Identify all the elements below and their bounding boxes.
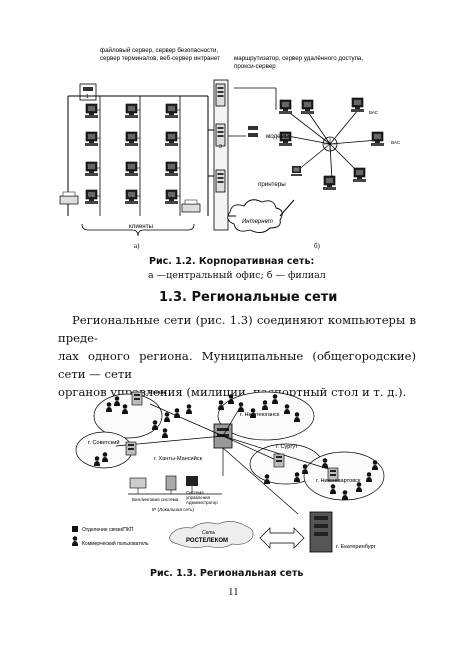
mgmt-label-3: Администратор (186, 500, 218, 505)
workstation-icon (164, 131, 179, 147)
printer-icon (59, 191, 79, 205)
double-arrow-icon (259, 527, 305, 549)
figure-1-3-caption: Рис. 1.3. Региональная сеть (150, 568, 304, 579)
svg-text:3: 3 (219, 144, 222, 150)
client-workstation-grid (84, 96, 181, 216)
city-cloud-nyagan (93, 393, 163, 439)
figure-1-2-caption-subtitle: а —центральный офис; б — филиал (148, 270, 326, 281)
legend: Отделение связи/ПКП Коммерческий пользов… (72, 526, 149, 547)
russia-map (169, 521, 254, 548)
legend-commercial-user: Коммерческий пользователь (82, 540, 149, 547)
paragraph-line: Региональные сети (рис. 1.3) соединяют к… (58, 313, 416, 345)
ekaterinburg-server (309, 511, 333, 553)
page-number: 11 (228, 586, 239, 598)
rostelecom-label-2: РОСТЕЛЕКОМ (186, 538, 228, 544)
corporate-network-diagram: файловый сервер, сервер безопасности, се… (59, 47, 401, 250)
modems-label: модемы (266, 133, 290, 140)
legend-post-office: Отделение связи/ПКП (82, 527, 134, 533)
workstation-icon (84, 131, 99, 147)
regional-network-diagram: г. Нягань г. Нефтеюганск г. Советский г.… (72, 390, 385, 553)
router-label-line2: прокси-сервер (234, 63, 276, 70)
user-icon (164, 412, 170, 422)
workstation-icon (84, 161, 99, 177)
server-tower-column: 3 (213, 79, 229, 231)
paragraph-line: органов управления (милиции, паспортный … (58, 385, 407, 399)
printer-icon (181, 199, 201, 213)
figure-part-b: б) (314, 242, 321, 250)
city-cloud-sovetsky (75, 431, 133, 469)
internet-cloud: Интернет (227, 199, 283, 233)
workstation-icon (124, 131, 139, 147)
internet-label: Интернет (242, 219, 273, 225)
local-network-block (128, 475, 222, 495)
city-label-surgut: г. Сургут (276, 444, 298, 450)
workstation-icon (164, 189, 179, 205)
rostelecom-label-1: Сеть (202, 530, 216, 536)
workstation-icon (164, 103, 179, 119)
workstation-icon (164, 161, 179, 177)
workstation-icon (124, 103, 139, 119)
ip-network-label: IP (Локальная сеть) (152, 507, 194, 512)
workstation-icon (84, 189, 99, 205)
server-rack: 1 (79, 83, 97, 101)
city-label-ekaterinburg: г. Екатеринбург (336, 544, 376, 550)
section-heading: 1.3. Региональные сети (159, 290, 338, 305)
figure-1-2-caption-title: Рис. 1.2. Корпоративная сеть: (149, 256, 315, 267)
mgmt-label-2: управления (186, 495, 211, 500)
mgmt-label-1: Система (186, 490, 204, 495)
svg-text:ВАС: ВАС (369, 110, 379, 115)
router-label-line1: маршрутизатор, сервер удалённого доступа… (234, 55, 363, 62)
city-label-khanty-mansiysk: г. Ханты-Мансийск (154, 455, 203, 462)
user-icon (162, 428, 168, 438)
modem-icon (248, 126, 258, 137)
servers-label-line1: файловый сервер, сервер безопасности, (100, 47, 218, 54)
workstation-icon (124, 189, 139, 205)
city-label-nefteyugansk: г. Нефтеюганск (240, 412, 280, 418)
section-paragraph: Региональные сети (рис. 1.3) соединяют к… (58, 311, 416, 401)
paragraph-line: лах одного региона. Муниципальные (общег… (58, 349, 416, 381)
svg-text:1: 1 (86, 94, 89, 100)
city-label-nizhnevartovsk: г. Нижневартовск (316, 478, 361, 484)
svg-text:ВАС: ВАС (391, 140, 401, 145)
user-icon (174, 408, 180, 418)
printers-label: принтеры (258, 181, 286, 188)
city-label-nyagan: г. Нягань (144, 390, 167, 396)
billing-label: Биллинговая система (132, 497, 179, 502)
workstation-icon (124, 161, 139, 177)
clients-label: клиенты (129, 223, 154, 230)
figure-part-a: а) (134, 242, 140, 250)
user-icon (186, 404, 192, 414)
servers-label-line2: сервер терминалов, веб-сервер интранет (100, 55, 220, 62)
city-label-sovetsky: г. Советский (88, 439, 119, 446)
workstation-icon (84, 103, 99, 119)
